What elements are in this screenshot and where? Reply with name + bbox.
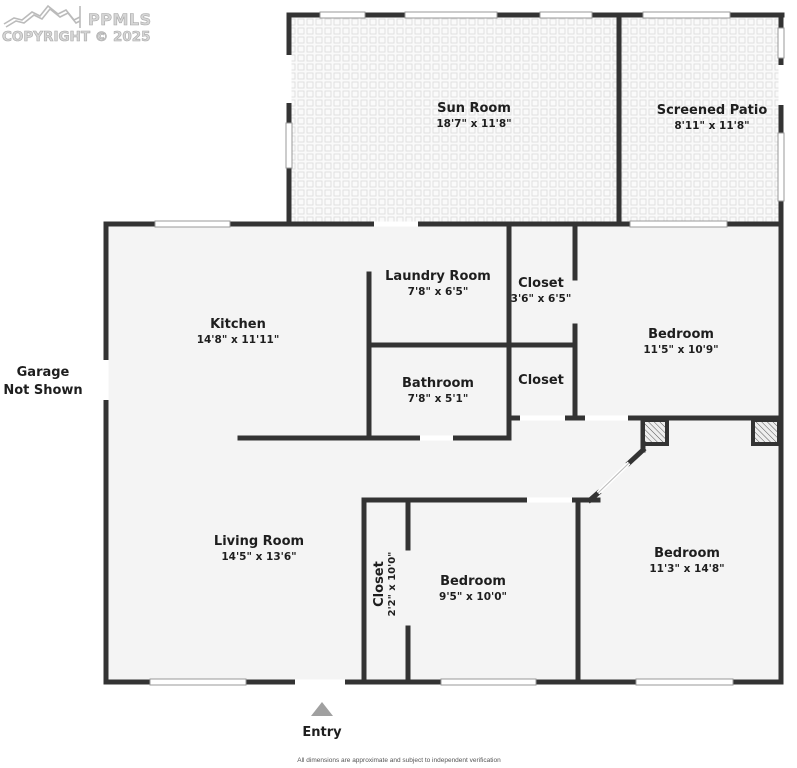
garage-note: Garage Not Shown — [3, 364, 82, 400]
room-screened-patio: Screened Patio 8'11" x 11'8" — [657, 103, 768, 133]
entry-label: Entry — [302, 725, 342, 740]
room-name: Laundry Room — [385, 269, 491, 284]
main-floor — [108, 226, 780, 681]
room-living-room: Living Room 14'5" x 13'6" — [214, 534, 304, 564]
room-dimensions: 2'2" x 10'0" — [387, 551, 398, 617]
screened-patio-floor — [621, 17, 779, 224]
column-blocks — [641, 418, 781, 446]
watermark-brand: PPMLS — [88, 10, 152, 30]
room-kitchen: Kitchen 14'8" x 11'11" — [197, 317, 280, 347]
room-dimensions: 7'8" x 6'5" — [407, 286, 469, 298]
room-name: Living Room — [213, 534, 305, 549]
room-dimensions: 3'6" x 6'5" — [510, 293, 572, 305]
room-name: Kitchen — [210, 317, 266, 332]
angled-door-opening — [597, 462, 630, 494]
room-dimensions: 8'11" x 11'8" — [674, 120, 750, 132]
room-bedroom-ne: Bedroom 11'5" x 10'9" — [643, 327, 718, 357]
room-name: Closet — [518, 373, 564, 388]
room-name: Bathroom — [402, 376, 474, 391]
room-closet-mid: Closet — [518, 373, 564, 389]
room-name: Screened Patio — [656, 103, 768, 118]
room-name: Bedroom — [654, 546, 720, 561]
room-dimensions: 9'5" x 10'0" — [439, 591, 507, 603]
disclaimer: All dimensions are approximate and subje… — [297, 757, 501, 764]
room-dimensions: 18'7" x 11'8" — [436, 118, 512, 130]
room-name: Sun Room — [437, 101, 511, 116]
room-laundry: Laundry Room 7'8" x 6'5" — [385, 269, 491, 299]
room-name: Closet — [372, 561, 387, 607]
room-bathroom: Bathroom 7'8" x 5'1" — [402, 376, 474, 406]
room-name: Bedroom — [648, 327, 714, 342]
room-dimensions: 14'5" x 13'6" — [221, 551, 297, 563]
entry-arrow-icon — [311, 702, 333, 716]
mountain-logo-icon — [3, 4, 81, 28]
room-closet-vertical: Closet 2'2" x 10'0" — [372, 551, 399, 617]
room-sun-room: Sun Room 18'7" x 11'8" — [436, 101, 511, 131]
floor-areas — [108, 17, 780, 681]
garage-note-line2: Not Shown — [3, 383, 83, 398]
room-dimensions: 11'5" x 10'9" — [643, 344, 719, 356]
room-dimensions: 7'8" x 5'1" — [407, 393, 469, 405]
room-bedroom-s: Bedroom 9'5" x 10'0" — [439, 574, 507, 604]
room-closet-upper: Closet 3'6" x 6'5" — [511, 276, 572, 306]
windows — [149, 11, 785, 686]
room-bedroom-se: Bedroom 11'3" x 14'8" — [649, 546, 724, 576]
room-dimensions: 11'3" x 14'8" — [649, 563, 725, 575]
watermark-copyright: COPYRIGHT © 2025 — [2, 29, 151, 46]
sun-room-floor — [291, 17, 618, 224]
room-dimensions: 14'8" x 11'11" — [196, 334, 280, 346]
garage-note-line1: Garage — [16, 365, 70, 380]
room-name: Bedroom — [440, 574, 506, 589]
room-name: Closet — [518, 276, 564, 291]
